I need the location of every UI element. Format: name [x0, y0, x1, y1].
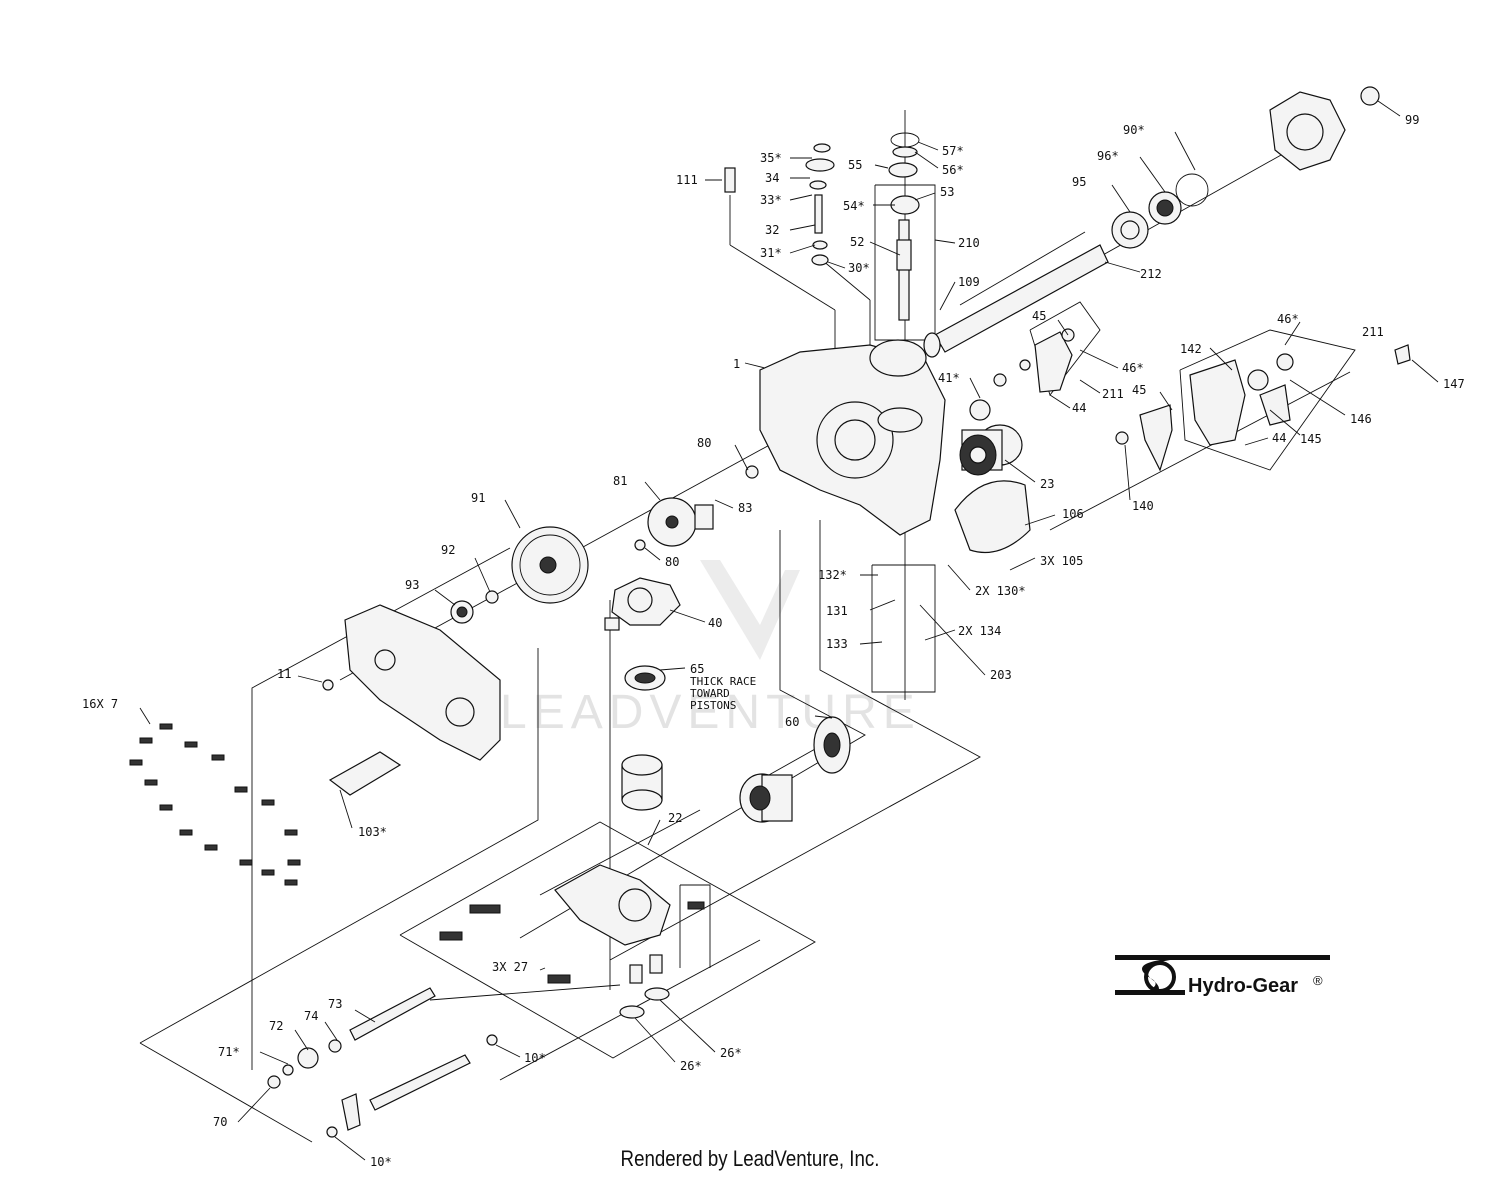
part-labels: 99 90* 96* 95 212 57* 56* 55 54* 53 52 2…	[82, 113, 1465, 1169]
shafts-lower	[267, 987, 498, 1138]
brand-logo: Hydro-Gear ®	[1115, 955, 1330, 997]
label-81: 81	[613, 474, 627, 488]
gear-81	[634, 465, 759, 551]
footer-credit: Rendered by LeadVenture, Inc.	[620, 1146, 880, 1171]
label-103: 103*	[358, 825, 387, 839]
main-housing	[759, 339, 946, 536]
label-34: 34	[765, 171, 779, 185]
label-46a: 46*	[1122, 361, 1144, 375]
hub-99	[1269, 86, 1380, 171]
label-35: 35*	[760, 151, 782, 165]
label-72: 72	[269, 1019, 283, 1033]
label-55: 55	[848, 158, 862, 172]
label-56: 56*	[942, 163, 964, 177]
label-105: 3X 105	[1040, 554, 1083, 568]
label-70: 70	[213, 1115, 227, 1129]
label-80b: 80	[665, 555, 679, 569]
gear-91	[450, 526, 589, 624]
label-60: 60	[785, 715, 799, 729]
label-26a: 26*	[720, 1046, 742, 1060]
shaft-52-assembly	[888, 132, 920, 321]
pin-32-assembly	[724, 143, 835, 266]
label-96: 96*	[1097, 149, 1119, 163]
label-211b: 211	[1362, 325, 1384, 339]
label-71: 71*	[218, 1045, 240, 1059]
label-203: 203	[990, 668, 1012, 682]
label-53: 53	[940, 185, 954, 199]
label-83: 83	[738, 501, 752, 515]
label-1: 1	[733, 357, 740, 371]
label-27: 3X 27	[492, 960, 528, 974]
label-95: 95	[1072, 175, 1086, 189]
label-145: 145	[1300, 432, 1322, 446]
label-31: 31*	[760, 246, 782, 260]
label-142: 142	[1180, 342, 1202, 356]
note-line-2: TOWARD	[690, 687, 730, 700]
bolts-7	[129, 723, 402, 886]
label-90: 90*	[1123, 123, 1145, 137]
brand-name: Hydro-Gear	[1188, 975, 1298, 997]
label-111: 111	[676, 173, 698, 187]
label-212: 212	[1140, 267, 1162, 281]
label-65: 65	[690, 662, 704, 676]
label-54: 54*	[843, 199, 865, 213]
label-74: 74	[304, 1009, 318, 1023]
label-44a: 44	[1072, 401, 1086, 415]
label-133: 133	[826, 637, 848, 651]
label-7: 16X 7	[82, 697, 118, 711]
label-33: 33*	[760, 193, 782, 207]
label-23: 23	[1040, 477, 1054, 491]
label-130: 2X 130*	[975, 584, 1026, 598]
end-cap	[439, 864, 705, 1019]
label-10a: 10*	[524, 1051, 546, 1065]
label-131: 131	[826, 604, 848, 618]
label-41: 41*	[938, 371, 960, 385]
label-210: 210	[958, 236, 980, 250]
label-73: 73	[328, 997, 342, 1011]
brand-registered-mark: ®	[1313, 973, 1323, 988]
shield-106	[954, 480, 1031, 554]
label-93: 93	[405, 578, 419, 592]
note-line-1: THICK RACE	[690, 675, 756, 688]
motor-block	[739, 773, 793, 823]
filter-23	[959, 424, 1023, 476]
label-91: 91	[471, 491, 485, 505]
label-92: 92	[441, 543, 455, 557]
label-10b: 10*	[370, 1155, 392, 1169]
label-45a: 45	[1032, 309, 1046, 323]
axle-212	[923, 173, 1209, 358]
center-section-40	[604, 577, 681, 631]
label-11: 11	[277, 667, 291, 681]
label-32: 32	[765, 223, 779, 237]
label-44b: 44	[1272, 431, 1286, 445]
label-106: 106	[1062, 507, 1084, 521]
label-109: 109	[958, 275, 980, 289]
note-line-3: PISTONS	[690, 699, 736, 712]
label-46b: 46*	[1277, 312, 1299, 326]
label-45b: 45	[1132, 383, 1146, 397]
label-57: 57*	[942, 144, 964, 158]
watermark-logo	[700, 560, 800, 660]
bracket-211-right	[1115, 344, 1411, 472]
side-cover	[322, 604, 501, 761]
bearing-65	[624, 665, 666, 691]
label-211a: 211	[1102, 387, 1124, 401]
label-22: 22	[668, 811, 682, 825]
label-132: 132*	[818, 568, 847, 582]
label-140: 140	[1132, 499, 1154, 513]
label-147: 147	[1443, 377, 1465, 391]
label-30: 30*	[848, 261, 870, 275]
label-80a: 80	[697, 436, 711, 450]
label-52: 52	[850, 235, 864, 249]
bearing-60	[813, 716, 851, 774]
label-99: 99	[1405, 113, 1419, 127]
leader-lines	[139, 100, 1439, 1161]
bracket-211-left	[969, 328, 1075, 421]
label-146: 146	[1350, 412, 1372, 426]
cylinder-block	[621, 754, 663, 811]
label-26b: 26*	[680, 1059, 702, 1073]
label-40: 40	[708, 616, 722, 630]
label-134: 2X 134	[958, 624, 1001, 638]
